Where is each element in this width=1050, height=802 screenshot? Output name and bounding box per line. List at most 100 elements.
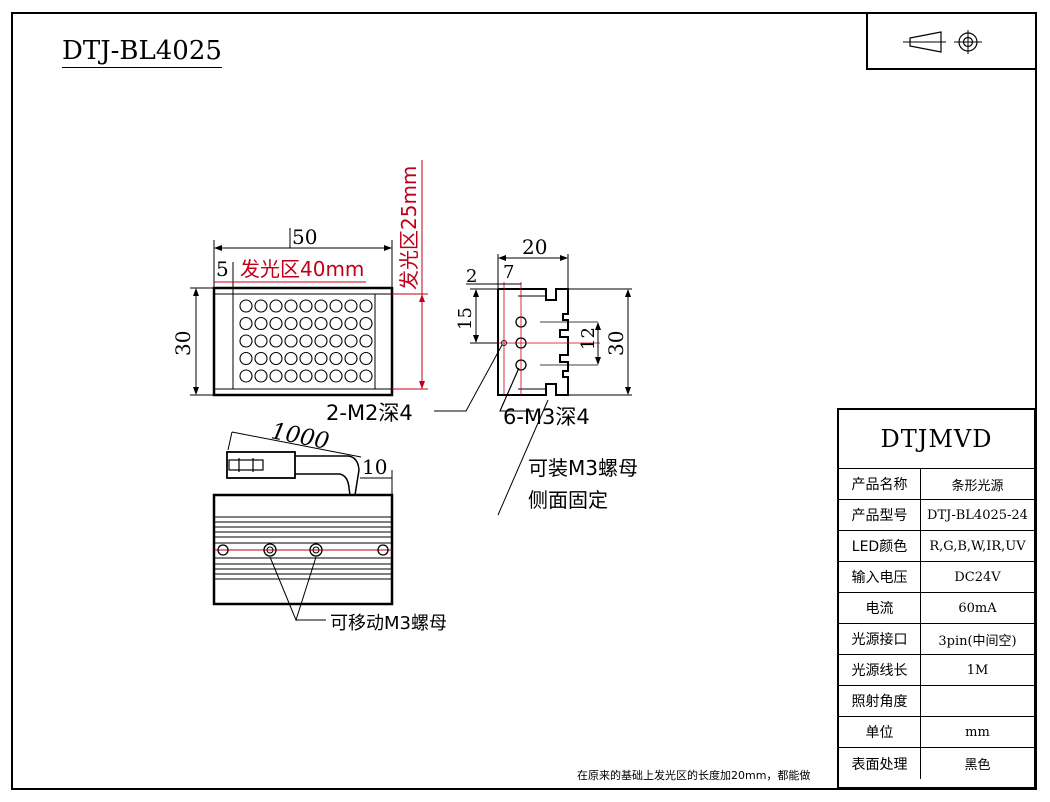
- led-dot: [329, 299, 343, 313]
- note-movable-nut: 可移动M3螺母: [330, 613, 447, 634]
- spec-key: 光源接口: [839, 624, 921, 654]
- led-dot: [284, 369, 298, 383]
- led-dot: [299, 334, 313, 348]
- side-dim-30: 30: [604, 331, 628, 356]
- dim-emit-length: 发光区40mm: [240, 257, 364, 281]
- note-line1: 可装M3螺母: [528, 456, 638, 480]
- spec-key: 光源线长: [839, 655, 921, 685]
- spec-row: 光源接口 3pin(中间空): [839, 624, 1034, 655]
- led-dot: [239, 316, 253, 331]
- spec-value: [921, 686, 1034, 716]
- led-dot: [284, 299, 298, 313]
- led-dot: [329, 334, 343, 348]
- led-dot: [284, 334, 298, 348]
- dim-margin-5: 5: [216, 257, 229, 281]
- spec-value: R,G,B,W,IR,UV: [929, 538, 1026, 554]
- side-profile: [497, 288, 569, 396]
- cable-length-dim: 1000: [269, 418, 331, 455]
- led-dot: [239, 369, 253, 383]
- company-name: DTJMVD: [839, 410, 1034, 469]
- led-dot: [239, 334, 253, 348]
- spec-value: 1M: [966, 662, 989, 678]
- dim-emit-width: 发光区25mm: [397, 166, 421, 290]
- dim-height-30: 30: [171, 331, 195, 356]
- led-dot: [344, 351, 358, 366]
- led-dot: [314, 316, 328, 331]
- led-dot: [299, 316, 313, 331]
- spec-key: 单位: [839, 717, 921, 747]
- led-dot: [314, 351, 328, 366]
- led-dot: [254, 369, 268, 383]
- spec-row: 光源线长 1M: [839, 655, 1034, 686]
- bottom-view: 1000 10: [212, 418, 394, 622]
- led-dot: [299, 351, 313, 366]
- led-dot: [254, 299, 268, 313]
- spec-key: 产品型号: [839, 500, 921, 530]
- spec-row: 输入电压 DC24V: [839, 562, 1034, 593]
- side-dim-12: 12: [578, 327, 599, 350]
- led-dot: [314, 299, 328, 313]
- led-dot: [269, 299, 283, 313]
- led-dot: [344, 369, 358, 383]
- led-dot: [359, 299, 373, 313]
- led-dot: [254, 351, 268, 366]
- spec-key: LED颜色: [839, 531, 921, 561]
- led-dot: [314, 369, 328, 383]
- sheet-border: [11, 12, 1037, 790]
- led-dot: [329, 369, 343, 383]
- projection-symbol-icon: [866, 13, 1036, 70]
- led-dot: [329, 316, 343, 331]
- front-view: 50 5 发光区40mm 30 发光区25mm: [171, 160, 428, 397]
- connector-icon: [226, 451, 296, 479]
- spec-key: 照射角度: [839, 686, 921, 716]
- led-dot: [269, 316, 283, 331]
- spec-value: DC24V: [954, 569, 1001, 585]
- spec-value: 60mA: [958, 600, 997, 616]
- led-dot: [254, 316, 268, 331]
- side-dim-2: 2: [466, 266, 477, 287]
- led-dot: [359, 334, 373, 348]
- spec-row: 表面处理黑色: [839, 748, 1034, 779]
- spec-row: 电流 60mA: [839, 593, 1034, 624]
- led-grid: [239, 299, 373, 383]
- spec-value: mm: [965, 724, 990, 740]
- side-dim-7: 7: [503, 262, 514, 283]
- spec-row: 单位 mm: [839, 717, 1034, 748]
- led-dot: [239, 299, 253, 313]
- spec-row: LED颜色 R,G,B,W,IR,UV: [839, 531, 1034, 562]
- led-dot: [239, 351, 253, 366]
- note-line2: 侧面固定: [528, 488, 608, 512]
- spec-row: 照射角度: [839, 686, 1034, 717]
- led-dot: [329, 351, 343, 366]
- side-dim-20: 20: [522, 235, 547, 259]
- led-dot: [299, 369, 313, 383]
- led-dot: [269, 334, 283, 348]
- spec-value: 黑色: [964, 758, 991, 773]
- spec-value: 3pin(中间空): [938, 633, 1017, 649]
- dim-width-50: 50: [292, 225, 317, 249]
- led-dot: [314, 334, 328, 348]
- side-view: 20 7 2 15 12 30 2-M2深4 6-M3深4: [326, 235, 632, 516]
- spec-key: 输入电压: [839, 562, 921, 592]
- spec-key: 产品名称: [839, 469, 921, 499]
- led-dot: [284, 351, 298, 366]
- spec-row: 产品名称 条形光源: [839, 469, 1034, 500]
- spec-row: 产品型号 DTJ-BL4025-24: [839, 500, 1034, 531]
- led-dot: [269, 369, 283, 383]
- footnote: 在原来的基础上发光区的长度加20mm，都能做: [577, 769, 811, 782]
- spec-key: 电流: [839, 593, 921, 623]
- spec-value: 条形光源: [951, 478, 1004, 494]
- led-dot: [359, 316, 373, 331]
- callout-m2-holes: 2-M2深4: [326, 401, 413, 425]
- callout-m3-holes: 6-M3深4: [503, 405, 590, 429]
- side-dim-15: 15: [455, 307, 476, 330]
- led-dot: [344, 334, 358, 348]
- led-dot: [284, 316, 298, 331]
- spec-value: DTJ-BL4025-24: [927, 507, 1028, 523]
- led-dot: [269, 351, 283, 366]
- led-dot: [344, 299, 358, 313]
